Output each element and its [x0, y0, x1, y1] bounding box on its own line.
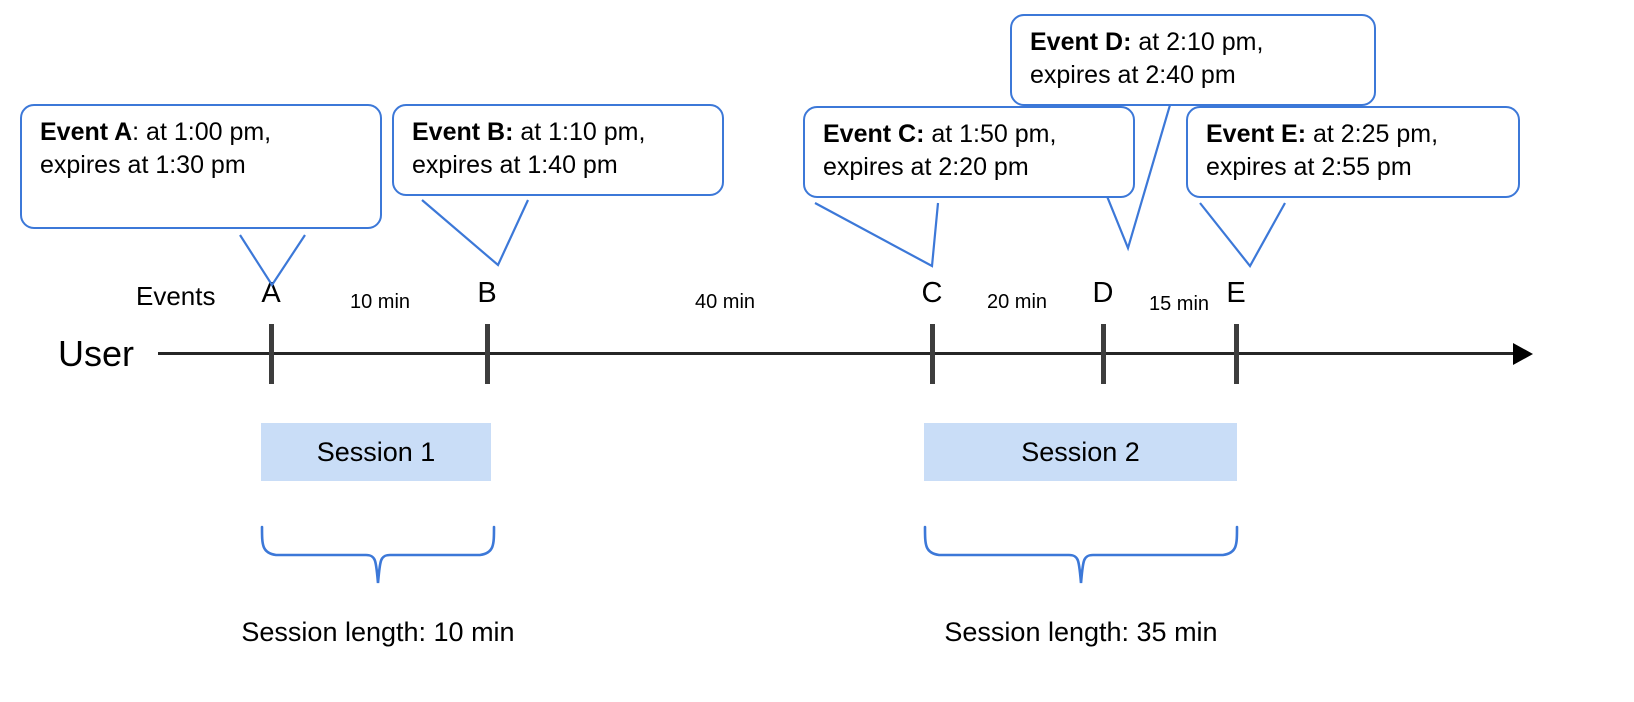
callout-line1: Event A: at 1:00 pm,: [40, 118, 272, 146]
callout-event-name: Event C:: [823, 120, 925, 148]
interval-label-cd: 20 min: [986, 291, 1048, 313]
callout-event-name: Event D:: [1030, 28, 1132, 56]
event-label-b: B: [477, 277, 497, 309]
session-bar-2[interactable]: Session 2: [924, 423, 1237, 481]
callout-tail-b: [421, 199, 529, 267]
callout-tail-c: [814, 202, 940, 268]
session-length-1: Session length: 10 min: [241, 617, 515, 647]
callout-line2: expires at 2:20 pm: [823, 152, 1029, 181]
callout-line1: Event C: at 1:50 pm,: [823, 120, 1057, 148]
session-length-2: Session length: 35 min: [944, 617, 1218, 647]
session-brace-1: [260, 525, 496, 584]
callout-event-name: Event B:: [412, 118, 514, 146]
event-tick-c[interactable]: [930, 324, 935, 384]
event-tick-a[interactable]: [269, 324, 274, 384]
callout-tail-e: [1199, 202, 1286, 268]
callout-event-c[interactable]: Event C: at 1:50 pm, expires at 2:20 pm: [803, 106, 1135, 198]
event-label-d: D: [1092, 277, 1114, 309]
callout-line1: Event E: at 2:25 pm,: [1206, 120, 1439, 148]
callout-line2: expires at 1:30 pm: [40, 150, 246, 179]
callout-line2: expires at 2:55 pm: [1206, 152, 1412, 181]
event-tick-e[interactable]: [1234, 324, 1239, 384]
interval-label-ab: 10 min: [349, 291, 411, 313]
event-label-c: C: [921, 277, 943, 309]
callout-event-a[interactable]: Event A: at 1:00 pm, expires at 1:30 pm: [20, 104, 382, 229]
callout-tail-a: [239, 234, 306, 288]
interval-label-de: 15 min: [1148, 293, 1210, 315]
callout-line1: Event B: at 1:10 pm,: [412, 118, 646, 146]
events-row-label: Events: [136, 281, 216, 311]
callout-line2: expires at 1:40 pm: [412, 150, 618, 179]
event-label-a: A: [261, 277, 281, 309]
timeline-arrow-icon: [1513, 343, 1533, 365]
session-bar-label: Session 2: [1021, 436, 1140, 467]
event-label-e: E: [1226, 277, 1246, 309]
callout-event-e[interactable]: Event E: at 2:25 pm, expires at 2:55 pm: [1186, 106, 1520, 198]
session-bar-label: Session 1: [316, 436, 436, 467]
callout-event-d[interactable]: Event D: at 2:10 pm, expires at 2:40 pm: [1010, 14, 1376, 106]
user-row-label: User: [58, 333, 135, 374]
callout-event-b[interactable]: Event B: at 1:10 pm, expires at 1:40 pm: [392, 104, 724, 196]
event-tick-d[interactable]: [1101, 324, 1106, 384]
session-brace-2: [923, 525, 1239, 584]
callout-event-name: Event A: [40, 118, 133, 146]
session-bar-1[interactable]: Session 1: [261, 423, 491, 481]
callout-event-name: Event E:: [1206, 120, 1307, 148]
interval-label-bc: 40 min: [694, 291, 756, 313]
callout-line1: Event D: at 2:10 pm,: [1030, 28, 1264, 56]
event-tick-b[interactable]: [485, 324, 490, 384]
callout-line2: expires at 2:40 pm: [1030, 60, 1236, 89]
timeline-axis: [158, 352, 1516, 355]
